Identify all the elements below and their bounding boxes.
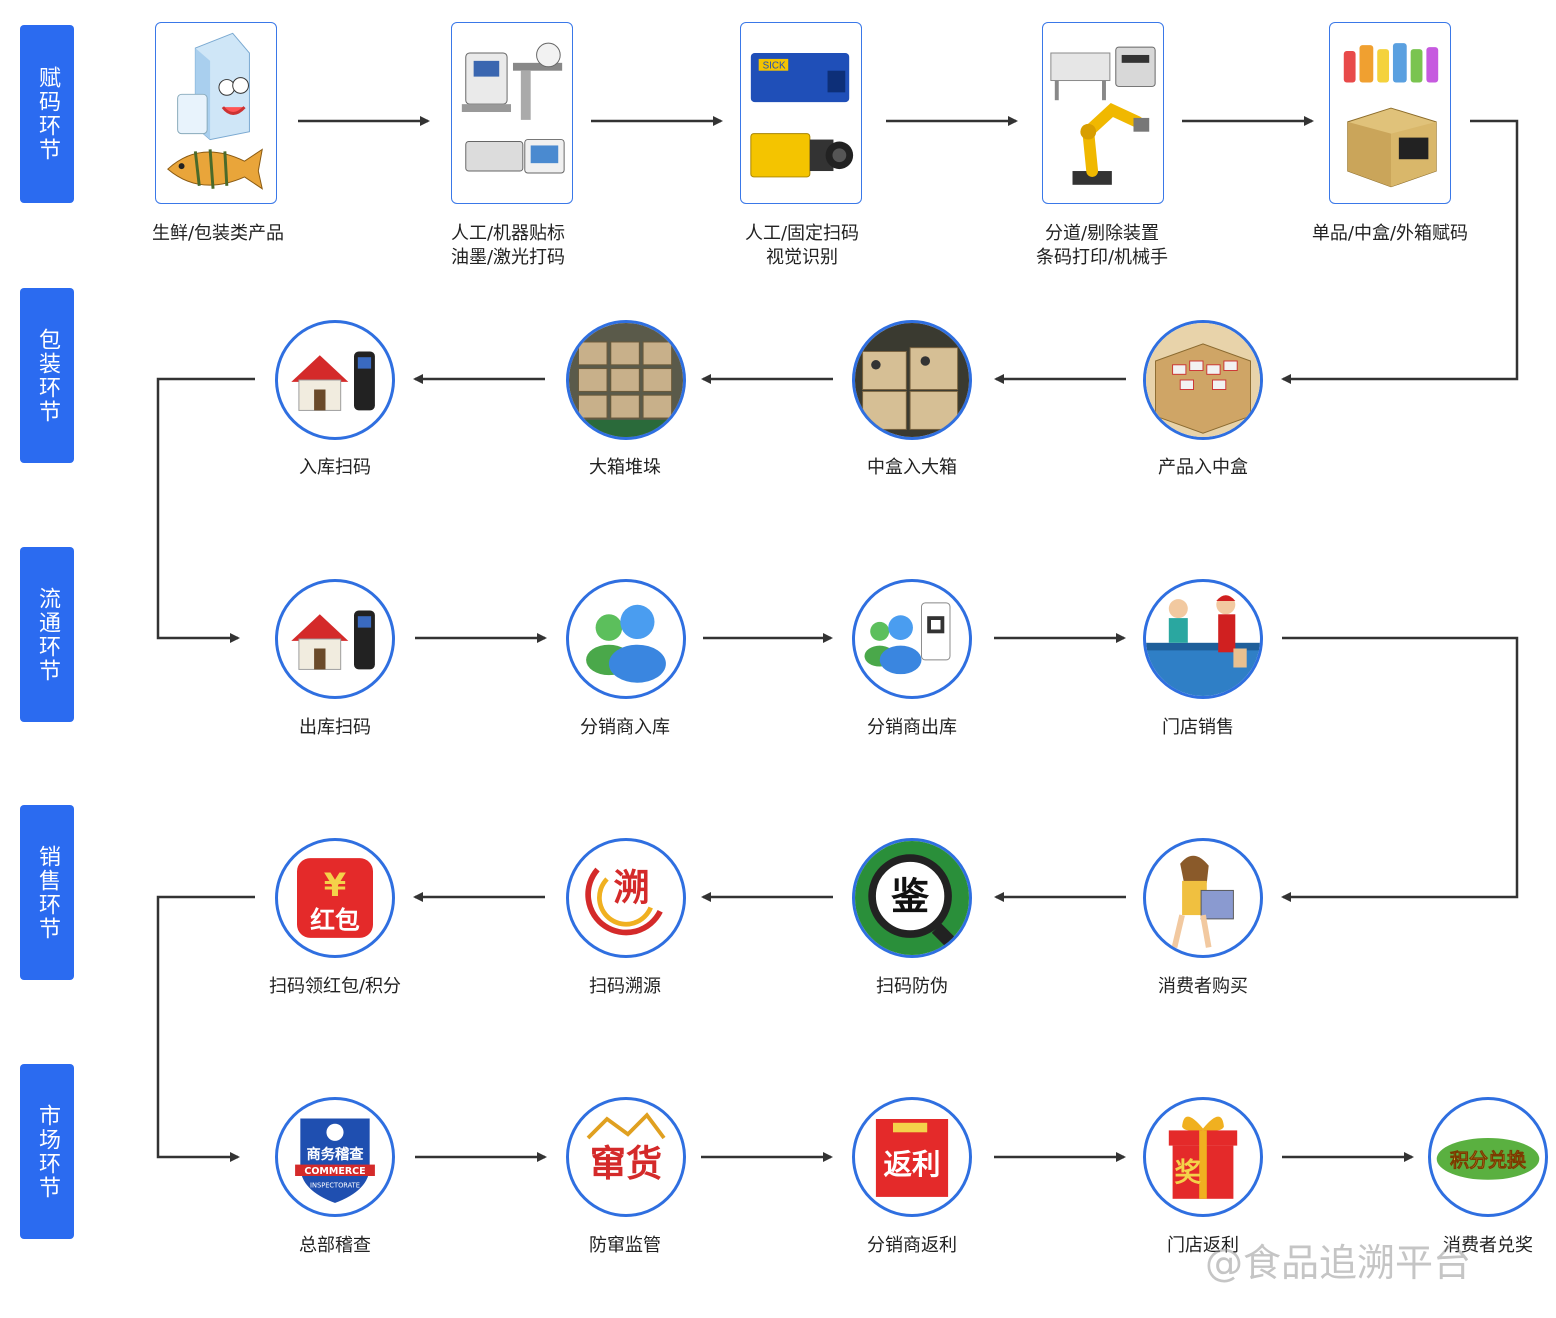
node-label: 分销商入库 xyxy=(580,717,670,738)
node-label: 扫码溯源 xyxy=(589,976,661,997)
anti-diversion-text: 窜货 xyxy=(590,1143,662,1185)
anti-counterfeit-icon: 鉴 xyxy=(852,838,972,958)
gift-box-text: 奖 xyxy=(1175,1158,1202,1189)
node-label-fresh-products: 生鲜/包装类产品 xyxy=(98,222,338,246)
watermark: @食品追溯平台 xyxy=(1205,1241,1472,1285)
rebate-text: 返利 xyxy=(883,1148,940,1181)
inspection-badge-inspectorate: INSPECTORATE xyxy=(310,1181,360,1189)
node-label-line2: 油墨/激光打码 xyxy=(450,247,566,268)
box-stacking-icon xyxy=(566,320,686,440)
node-label: 防窜监管 xyxy=(589,1235,661,1256)
node-label: 大箱堆垛 xyxy=(589,457,661,478)
stage-label-coding: 赋码环节 xyxy=(20,25,74,203)
red-envelope-text: 红包 xyxy=(310,905,360,934)
users-qrcode-icon xyxy=(852,579,972,699)
stage-label-sales: 销售环节 xyxy=(20,805,74,980)
stage-label-packaging: 包装环节 xyxy=(20,288,74,463)
node-label-line2: 条码打印/机械手 xyxy=(1035,247,1169,268)
barcode-scanner-camera-icon: SICK xyxy=(740,22,862,204)
node-label-line1: 人工/固定扫码 xyxy=(744,223,860,244)
node-label-line1: 生鲜/包装类产品 xyxy=(151,223,285,244)
points-exchange-icon: 积分兑换 xyxy=(1428,1097,1548,1217)
node-label: 入库扫码 xyxy=(299,457,371,478)
anti-diversion-icon: 窜货 xyxy=(566,1097,686,1217)
red-envelope-yen: ¥ xyxy=(324,866,347,904)
node-label-line1: 人工/机器贴标 xyxy=(450,223,566,244)
node-label-labeling: 人工/机器贴标 油墨/激光打码 xyxy=(388,222,628,270)
cartons-icon xyxy=(852,320,972,440)
inspection-badge-commerce: COMMERCE xyxy=(304,1166,365,1177)
node-label: 分销商返利 xyxy=(867,1235,957,1256)
node-label-line2: 视觉识别 xyxy=(766,247,838,268)
stage-label-market: 市场环节 xyxy=(20,1064,74,1239)
trace-logo-text: 溯 xyxy=(614,867,650,909)
points-exchange-text: 积分兑换 xyxy=(1450,1149,1527,1172)
fresh-packaged-products-icon xyxy=(155,22,277,204)
product-carton-icon xyxy=(1329,22,1451,204)
node-label: 扫码领红包/积分 xyxy=(268,976,402,997)
node-label: 门店返利 xyxy=(1167,1235,1239,1256)
store-cashier-icon xyxy=(1143,579,1263,699)
red-envelope-icon: ¥ 红包 xyxy=(275,838,395,958)
svg-text:SICK: SICK xyxy=(763,61,786,72)
anti-counterfeit-text: 鉴 xyxy=(891,874,929,918)
node-label-line1: 单品/中盒/外箱赋码 xyxy=(1311,223,1469,244)
inspection-badge-icon: 商务稽查 COMMERCE INSPECTORATE xyxy=(275,1097,395,1217)
node-label-scanning: 人工/固定扫码 视觉识别 xyxy=(682,222,922,270)
inspection-badge-text: 商务稽查 xyxy=(306,1145,364,1163)
node-label: 分销商出库 xyxy=(867,717,957,738)
node-label: 产品入中盒 xyxy=(1158,457,1248,478)
node-label: 门店销售 xyxy=(1162,717,1234,738)
node-label: 出库扫码 xyxy=(299,717,371,738)
warehouse-scanner-icon xyxy=(275,320,395,440)
node-label-sorting: 分道/剔除装置 条码打印/机械手 xyxy=(982,222,1222,270)
node-label-line1: 分道/剔除装置 xyxy=(1044,223,1160,244)
stage-label-distribution: 流通环节 xyxy=(20,547,74,722)
node-label-unit-coding: 单品/中盒/外箱赋码 xyxy=(1270,222,1510,246)
gift-box-icon: 奖 xyxy=(1143,1097,1263,1217)
shopper-icon xyxy=(1143,838,1263,958)
open-box-icon xyxy=(1143,320,1263,440)
rebate-icon: 返利 xyxy=(852,1097,972,1217)
users-icon xyxy=(566,579,686,699)
labeling-printing-machine-icon xyxy=(451,22,573,204)
node-label: 中盒入大箱 xyxy=(867,457,957,478)
node-label: 消费者兑奖 xyxy=(1443,1235,1533,1256)
robot-arm-printer-icon xyxy=(1042,22,1164,204)
node-label: 总部稽查 xyxy=(299,1235,371,1256)
trace-logo-icon: 溯 xyxy=(566,838,686,958)
node-label: 消费者购买 xyxy=(1158,976,1248,997)
warehouse-scanner-icon xyxy=(275,579,395,699)
node-label: 扫码防伪 xyxy=(876,976,948,997)
